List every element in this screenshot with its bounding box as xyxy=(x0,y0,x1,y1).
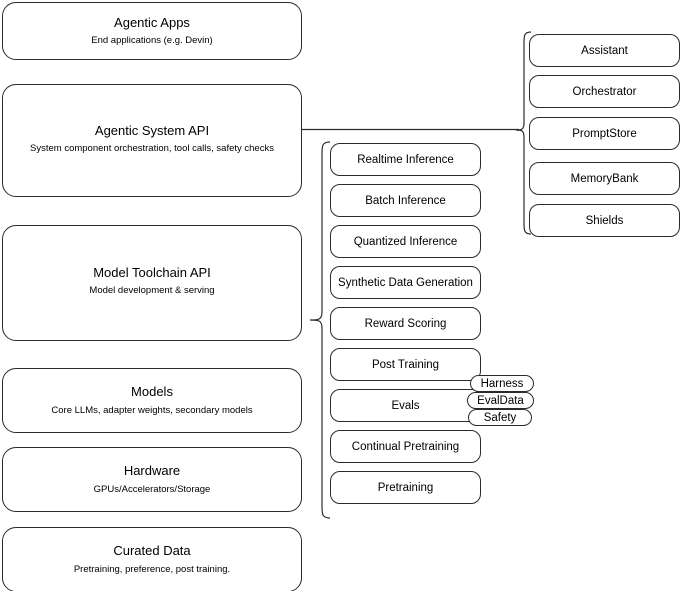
chip-label: Realtime Inference xyxy=(357,153,454,166)
chip-label: Continual Pretraining xyxy=(351,440,460,453)
chip-label: Quantized Inference xyxy=(353,235,458,248)
eval-pill-evaldata[interactable]: EvalData xyxy=(467,392,534,409)
toolchain-chip-reward-scoring[interactable]: Reward Scoring xyxy=(330,307,481,340)
system-chip-promptstore[interactable]: PromptStore xyxy=(529,117,680,150)
chip-label: Shields xyxy=(585,214,624,227)
layer-subtitle: Core LLMs, adapter weights, secondary mo… xyxy=(51,404,253,416)
toolchain-chip-quantized-inference[interactable]: Quantized Inference xyxy=(330,225,481,258)
toolchain-chip-evals[interactable]: Evals xyxy=(330,389,481,422)
pill-label: Harness xyxy=(480,377,524,390)
brace-model-toolchain-components xyxy=(306,140,332,520)
layer-box-model-toolchain-api[interactable]: Model Toolchain API Model development & … xyxy=(2,225,302,341)
layer-title: Model Toolchain API xyxy=(93,265,211,280)
layer-box-curated-data[interactable]: Curated Data Pretraining, preference, po… xyxy=(2,527,302,591)
system-chip-orchestrator[interactable]: Orchestrator xyxy=(529,75,680,108)
chip-label: MemoryBank xyxy=(570,172,639,185)
pill-label: EvalData xyxy=(477,394,524,407)
layer-box-hardware[interactable]: Hardware GPUs/Accelerators/Storage xyxy=(2,447,302,512)
layer-box-agentic-system-api[interactable]: Agentic System API System component orch… xyxy=(2,84,302,197)
toolchain-chip-realtime-inference[interactable]: Realtime Inference xyxy=(330,143,481,176)
layer-subtitle: End applications (e.g. Devin) xyxy=(91,35,213,47)
layer-subtitle: Model development & serving xyxy=(89,285,215,297)
eval-pill-safety[interactable]: Safety xyxy=(468,409,532,426)
system-chip-shields[interactable]: Shields xyxy=(529,204,680,237)
layer-title: Curated Data xyxy=(113,543,191,559)
system-chip-memorybank[interactable]: MemoryBank xyxy=(529,162,680,195)
layer-title: Agentic Apps xyxy=(114,14,190,30)
chip-label: Reward Scoring xyxy=(364,317,447,330)
layer-box-agentic-apps[interactable]: Agentic Apps End applications (e.g. Devi… xyxy=(2,2,302,60)
layer-subtitle: GPUs/Accelerators/Storage xyxy=(93,483,211,495)
chip-label: Orchestrator xyxy=(572,85,637,98)
chip-label: PromptStore xyxy=(572,127,637,140)
chip-label: Assistant xyxy=(581,44,628,57)
toolchain-chip-post-training[interactable]: Post Training xyxy=(330,348,481,381)
toolchain-chip-batch-inference[interactable]: Batch Inference xyxy=(330,184,481,217)
chip-label: Post Training xyxy=(371,358,440,371)
toolchain-chip-pretraining[interactable]: Pretraining xyxy=(330,471,481,504)
eval-pill-harness[interactable]: Harness xyxy=(470,375,534,392)
chip-label: Synthetic Data Generation xyxy=(338,276,473,289)
connector-agentic-system-api-to-components xyxy=(302,123,522,137)
pill-label: Safety xyxy=(483,411,517,424)
layer-subtitle: Pretraining, preference, post training. xyxy=(73,563,231,575)
toolchain-chip-continual-pretraining[interactable]: Continual Pretraining xyxy=(330,430,481,463)
layer-title: Agentic System API xyxy=(94,123,210,138)
chip-label: Evals xyxy=(391,399,420,412)
layer-box-models[interactable]: Models Core LLMs, adapter weights, secon… xyxy=(2,368,302,433)
chip-label: Batch Inference xyxy=(365,194,446,207)
system-chip-assistant[interactable]: Assistant xyxy=(529,34,680,67)
layer-subtitle: System component orchestration, tool cal… xyxy=(30,143,274,155)
layer-title: Hardware xyxy=(123,463,181,479)
chip-label: Pretraining xyxy=(377,481,434,494)
toolchain-chip-synthetic-data-generation[interactable]: Synthetic Data Generation xyxy=(330,266,481,299)
layer-title: Models xyxy=(131,384,173,400)
